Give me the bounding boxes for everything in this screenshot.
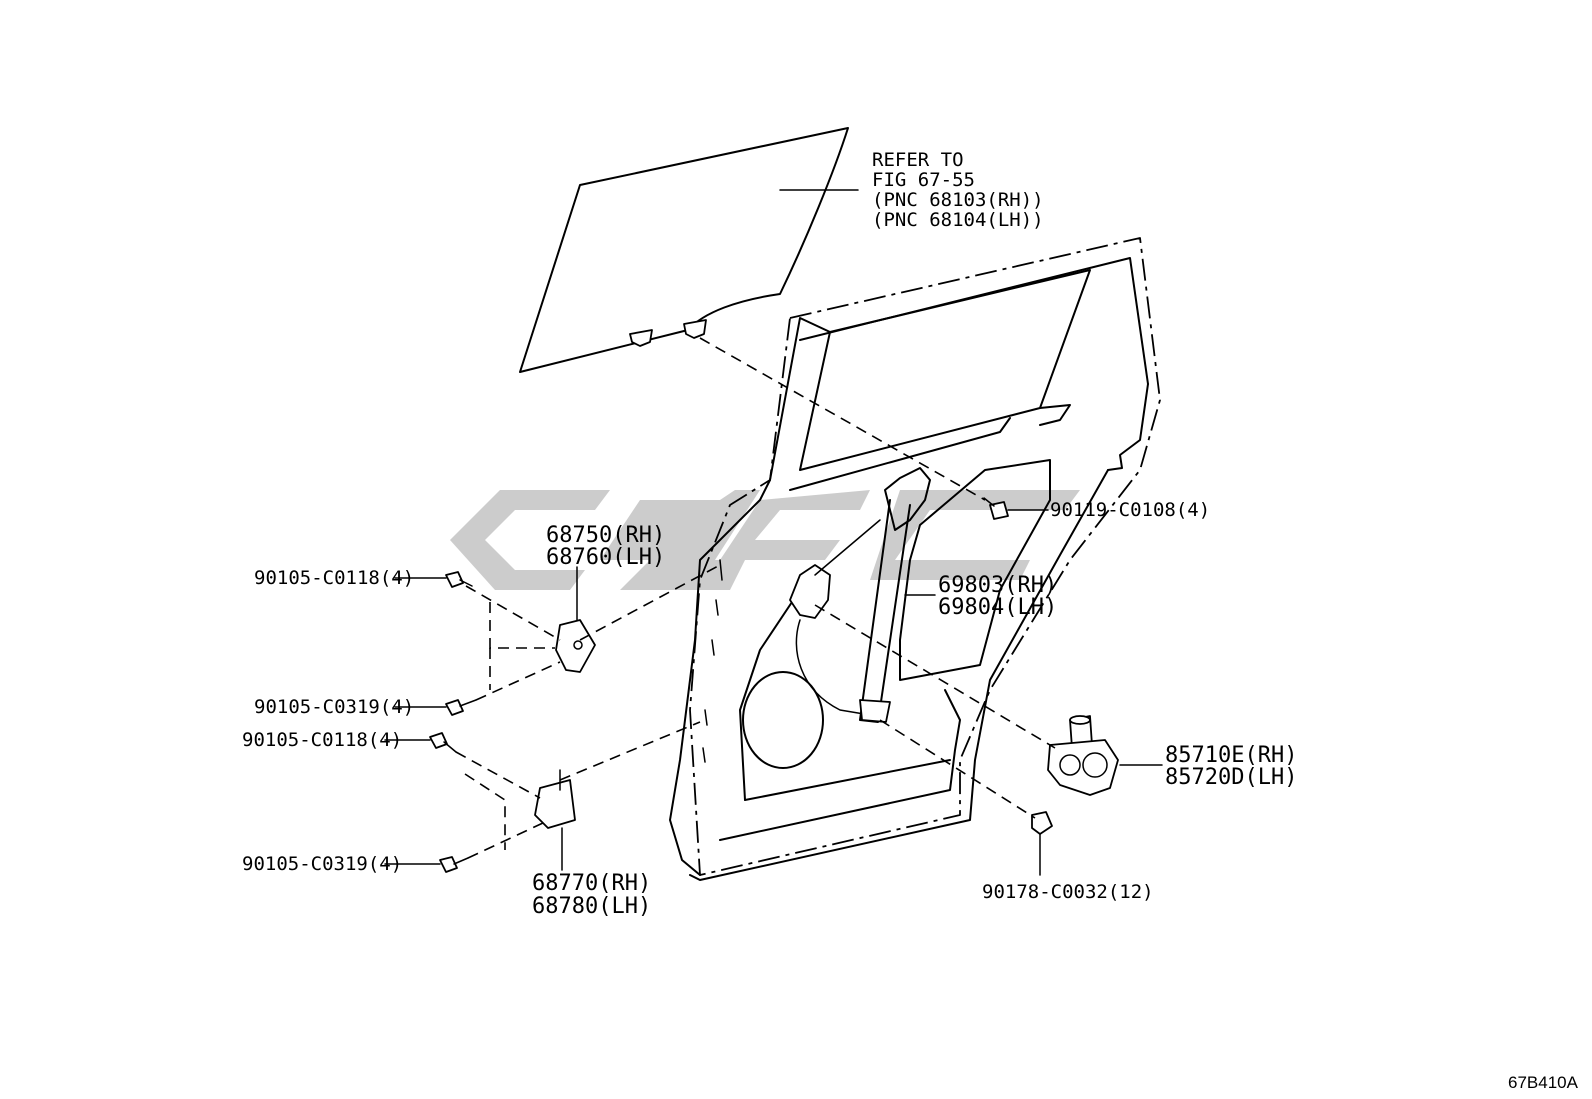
door-glass [519, 127, 859, 373]
regulator-label-rh: 69803(RH) [938, 573, 1057, 598]
glass-ref-line-4: (PNC 68104(LH)) [872, 209, 1044, 231]
bolt-lower-1-label: 90105-C0118(4) [242, 729, 402, 751]
regulator-label-lh: 69804(LH) [938, 595, 1057, 620]
bolt-upper-2-icon [445, 699, 477, 716]
nut-icon [1031, 811, 1053, 835]
watermark-logo [450, 490, 1080, 590]
bolt-regulator-label: 90119-C0108(4) [1050, 499, 1210, 521]
bolt-upper-2-label: 90105-C0319(4) [254, 696, 414, 718]
glass-ref-line-1: REFER TO [872, 149, 964, 171]
regulator-motor [1047, 715, 1119, 796]
upper-hinge-label-lh: 68760(LH) [546, 545, 665, 570]
motor-label-rh: 85710E(RH) [1165, 743, 1297, 768]
upper-hinge-label-rh: 68750(RH) [546, 523, 665, 548]
figure-code: 67B410A [1508, 1073, 1579, 1092]
nut-label: 90178-C0032(12) [982, 881, 1154, 903]
bolt-upper-1-icon [445, 571, 473, 588]
leader-lines [384, 509, 1163, 876]
guide-lines [455, 337, 1056, 859]
lower-hinge-label-rh: 68770(RH) [532, 871, 651, 896]
bolt-lower-2-label: 90105-C0319(4) [242, 853, 402, 875]
regulator-bolt-icon [983, 497, 1009, 520]
window-regulator [789, 467, 931, 723]
upper-hinge [555, 566, 596, 673]
glass-ref-line-2: FIG 67-55 [872, 169, 975, 191]
lower-hinge [534, 769, 576, 871]
motor-label-lh: 85720D(LH) [1165, 765, 1297, 790]
bolt-upper-1-label: 90105-C0118(4) [254, 567, 414, 589]
bolt-lower-1-icon [429, 732, 457, 753]
bolt-lower-2-icon [439, 856, 469, 873]
glass-ref-line-3: (PNC 68103(RH)) [872, 189, 1044, 211]
lower-hinge-label-lh: 68780(LH) [532, 894, 651, 919]
rear-door-panel [669, 237, 1161, 881]
